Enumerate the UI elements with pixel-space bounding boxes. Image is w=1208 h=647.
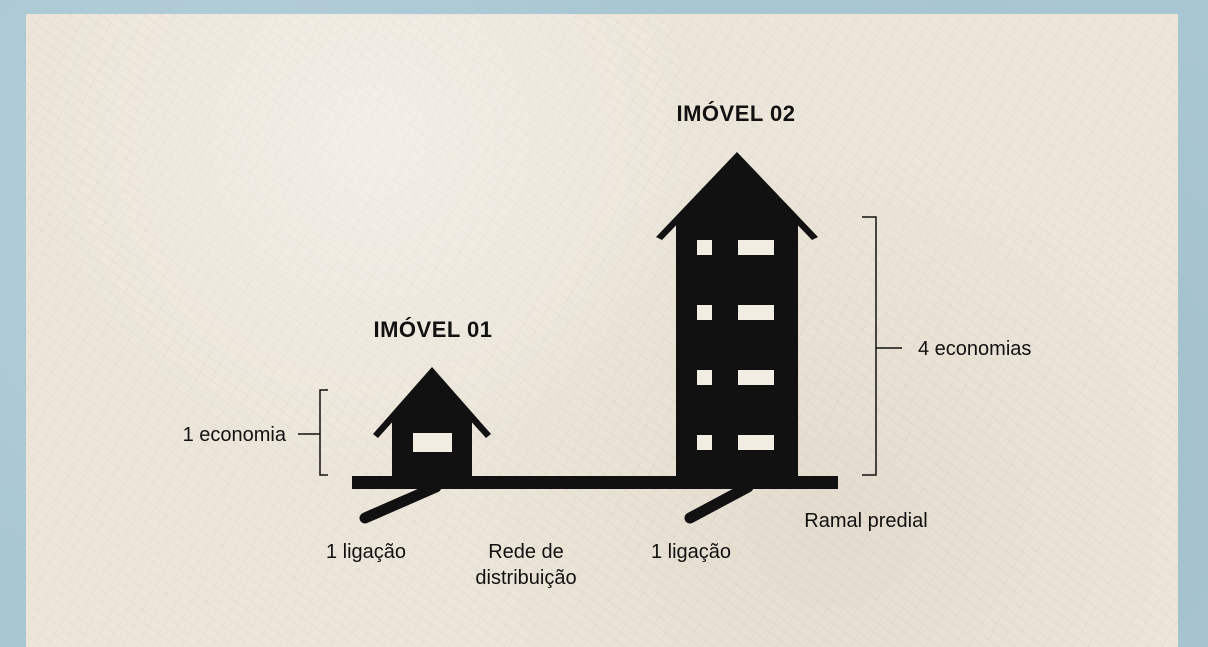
network-label-line1: Rede de [488, 541, 564, 563]
house-icon [373, 367, 491, 477]
building-window [738, 305, 774, 320]
distribution-network-pipe [352, 476, 838, 489]
service-branch-02 [684, 481, 754, 524]
building-window [697, 240, 712, 255]
building-window [697, 370, 712, 385]
economy-label-01: 1 economia [183, 424, 287, 446]
house-window [413, 433, 452, 452]
economy-label-02: 4 economias [918, 338, 1031, 360]
economy-bracket-01 [319, 389, 328, 476]
paper-background [26, 14, 1178, 647]
connection-label-02: 1 ligação [651, 541, 731, 563]
service-branch-01 [359, 481, 442, 524]
building-window [697, 305, 712, 320]
building-window [738, 370, 774, 385]
building-window [738, 240, 774, 255]
property-02-title: IMÓVEL 02 [676, 101, 795, 126]
property-01-title: IMÓVEL 01 [373, 317, 492, 342]
connection-label-01: 1 ligação [326, 541, 406, 563]
building-window [697, 435, 712, 450]
building-window [738, 435, 774, 450]
building-icon [656, 152, 818, 477]
branch-label: Ramal predial [804, 510, 927, 532]
economy-bracket-02 [862, 216, 877, 476]
network-label-line2: distribuição [475, 567, 576, 589]
